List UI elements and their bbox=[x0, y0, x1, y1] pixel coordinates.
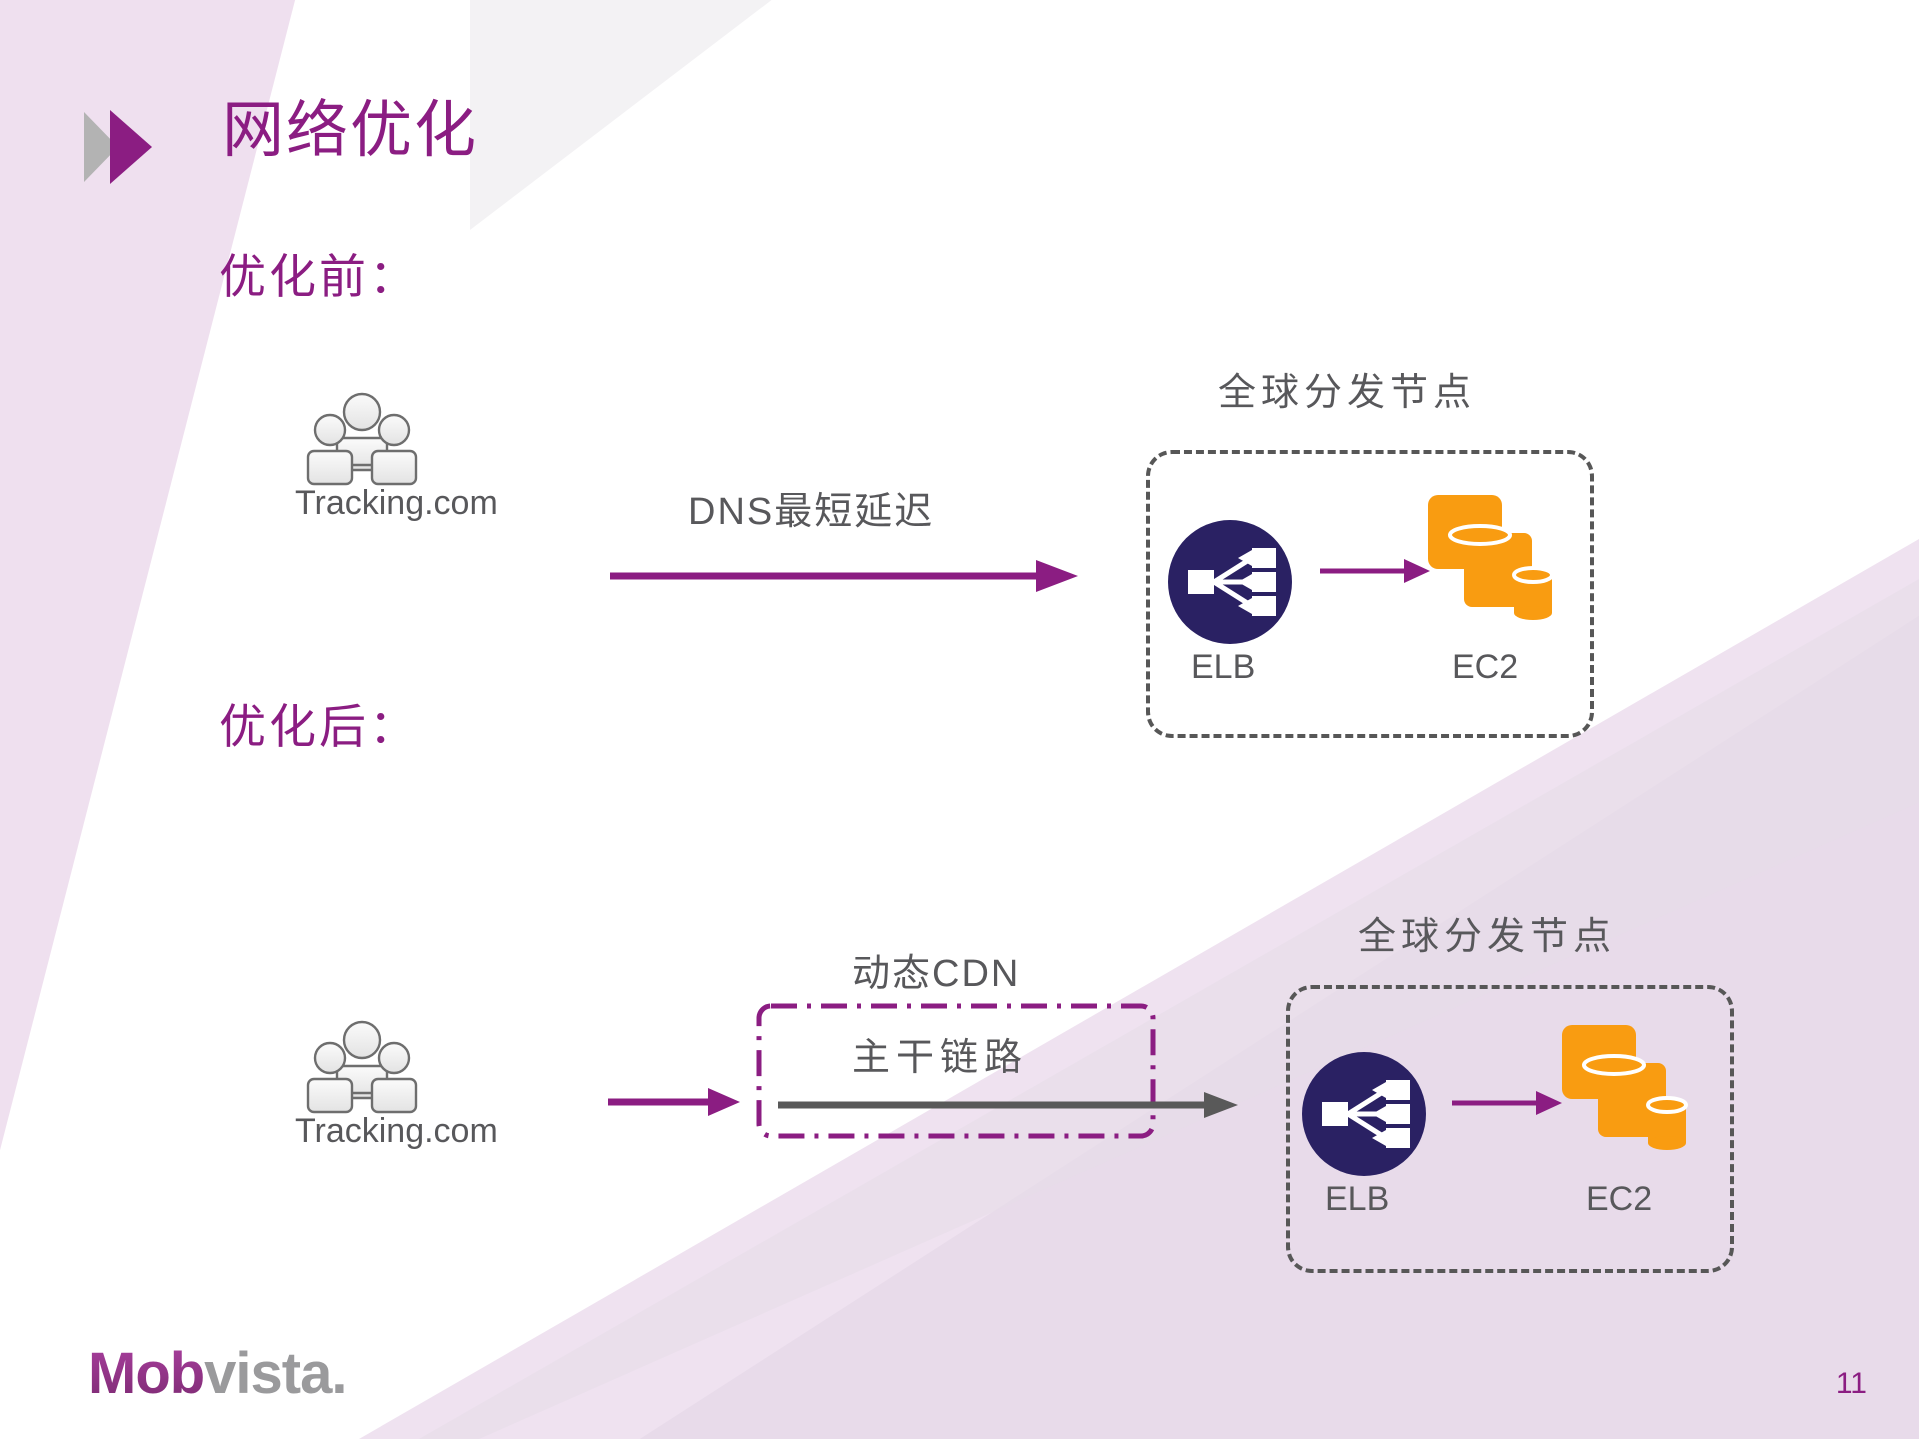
brand-logo-part2: vista. bbox=[204, 1341, 347, 1406]
region-title-after: 全球分发节点 bbox=[1358, 916, 1617, 958]
section-label-after: 优化后： bbox=[219, 700, 419, 753]
cdn-box bbox=[756, 1003, 1156, 1139]
region-box-before bbox=[1146, 450, 1594, 738]
elb-icon bbox=[1168, 520, 1292, 644]
elb-icon bbox=[1302, 1052, 1426, 1176]
node-caption-elb-after: ELB bbox=[1325, 1180, 1390, 1218]
page-number: 11 bbox=[1835, 1367, 1867, 1400]
arrow-elb-to-ec2-after bbox=[1452, 1091, 1562, 1115]
source-caption-before: Tracking.com bbox=[295, 484, 498, 522]
region-box-after bbox=[1286, 985, 1734, 1273]
brand-logo: Mobvista. bbox=[88, 1345, 348, 1403]
users-icon bbox=[300, 1020, 424, 1116]
flow-label-dns: DNS最短延迟 bbox=[688, 491, 935, 533]
background-wedge-top-grey bbox=[470, 0, 772, 230]
node-caption-elb-before: ELB bbox=[1191, 648, 1256, 686]
arrow-backbone-to-region bbox=[778, 1092, 1238, 1118]
arrow-dns-to-region bbox=[610, 560, 1078, 592]
double-chevron-icon bbox=[84, 108, 174, 186]
cdn-inner-label: 主干链路 bbox=[852, 1037, 1029, 1079]
section-label-before: 优化前： bbox=[219, 250, 419, 303]
region-title-before: 全球分发节点 bbox=[1218, 372, 1477, 414]
page-title: 网络优化 bbox=[222, 96, 479, 165]
arrow-source-to-cdn bbox=[608, 1088, 740, 1116]
users-icon bbox=[300, 392, 424, 488]
brand-logo-part1: Mob bbox=[88, 1341, 205, 1406]
node-caption-ec2-before: EC2 bbox=[1452, 648, 1519, 686]
cdn-title: 动态CDN bbox=[852, 953, 1021, 995]
background-band-bottom-right bbox=[639, 615, 1919, 1439]
arrow-elb-to-ec2-before bbox=[1320, 559, 1430, 583]
node-caption-ec2-after: EC2 bbox=[1586, 1180, 1653, 1218]
ec2-icon bbox=[1562, 1025, 1688, 1150]
ec2-icon bbox=[1428, 495, 1554, 620]
source-caption-after: Tracking.com bbox=[295, 1112, 498, 1150]
